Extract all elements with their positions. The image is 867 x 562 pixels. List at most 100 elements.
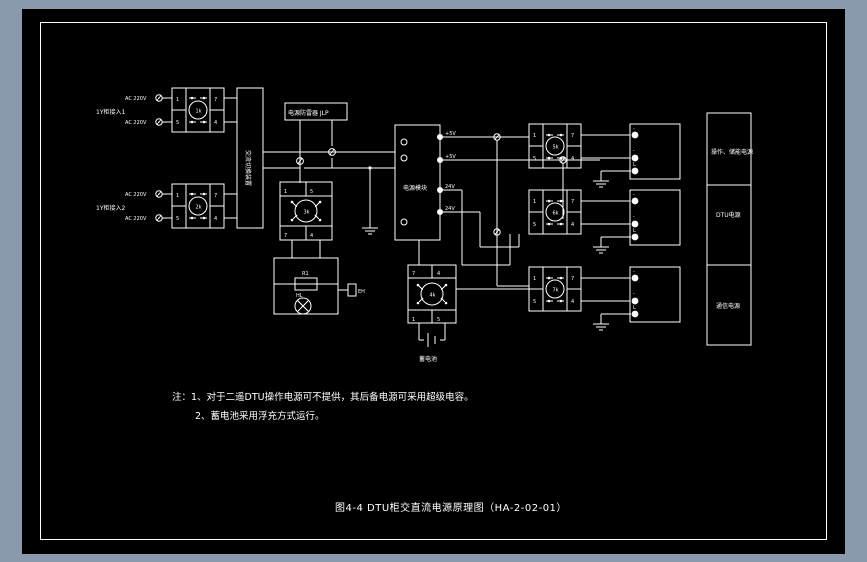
ts3-mark-1: -	[633, 269, 635, 275]
battery-relay-term-7: 7	[412, 271, 415, 277]
input-relay-2-term-4: 4	[214, 216, 217, 222]
output-relay-3-term-4: 4	[571, 299, 574, 305]
heater-element-symbol	[347, 283, 357, 297]
input-2-voltage-bottom: AC 220V	[125, 216, 147, 222]
battery-label: 蓄电池	[419, 355, 437, 363]
terminal-strip-3: - - L	[593, 266, 681, 331]
input-1-source-label: 1Y柜接入1	[96, 108, 125, 116]
ts1-terminal-3	[631, 167, 639, 175]
output-relay-1-term-1: 1	[533, 133, 536, 139]
ts1-mark-3: L	[633, 162, 636, 168]
output-relay-3-coil-label: 7k	[553, 288, 559, 294]
input-2-source-label: 1Y柜接入2	[96, 204, 125, 212]
output-relay-3-term-7: 7	[571, 276, 574, 282]
heater-relay-coil-label: 3k	[304, 210, 310, 216]
input-relay-1-term-1: 1	[176, 97, 179, 103]
lamp-label: HL	[296, 293, 303, 299]
pm-out-terminal-1	[437, 134, 443, 140]
ts1-mark-2: -	[633, 148, 635, 154]
load-2-label: DTU电源	[716, 211, 741, 219]
pm-voltage-1: +5V	[445, 131, 456, 137]
input-relay-1-coil-label: 1k	[196, 109, 202, 115]
input-relay-1-term-4: 4	[214, 120, 217, 126]
output-relay-1: 1 5 7 4 5k	[528, 123, 630, 169]
terminal-strip-1: - - L	[593, 123, 681, 188]
ts3-mark-3: L	[633, 305, 636, 311]
output-relay-3-term-5: 5	[533, 299, 536, 305]
load-1-label: 操作、储能电源	[711, 148, 753, 156]
input-relay-1-term-7: 7	[214, 97, 217, 103]
output-relay-3-term-1: 1	[533, 276, 536, 282]
power-module-ground	[362, 166, 378, 235]
pm-voltage-3: 24V	[445, 184, 455, 190]
output-relay-1-coil-label: 5k	[553, 145, 559, 151]
ts3-terminal-3	[631, 310, 639, 318]
resistor-label: R1	[302, 271, 309, 277]
output-relay-3: 1 5 7 4 7k	[456, 266, 630, 312]
ts2-terminal-1	[631, 197, 639, 205]
pm-in-terminal-2	[400, 154, 408, 162]
input-1-voltage-bottom: AC 220V	[125, 120, 147, 126]
ts1-terminal-1	[631, 131, 639, 139]
input-relay-2: 1 5 7 4 2k	[171, 183, 237, 229]
pm-out-terminal-2	[437, 157, 443, 163]
pm-in-terminal-3	[400, 218, 408, 226]
battery-relay-term-5: 5	[437, 317, 440, 323]
input-relay-2-term-5: 5	[176, 216, 179, 222]
input-1-voltage-top: AC 220V	[125, 96, 147, 102]
input-relay-2-term-7: 7	[214, 193, 217, 199]
pm-voltage-2: +5V	[445, 154, 456, 160]
input-relay-2-term-1: 1	[176, 193, 179, 199]
input-2-group: AC 220V AC 220V 1Y柜接入2	[96, 190, 172, 222]
pm-in-terminal-1	[400, 138, 408, 146]
load-panel: 操作、储能电源 DTU电源 通信电源	[706, 112, 753, 346]
battery-relay-coil-label: 4k	[430, 293, 436, 299]
ts1-mark-1: -	[633, 126, 635, 132]
pm-out-terminal-3	[437, 187, 443, 193]
output-relay-1-term-4: 4	[571, 156, 574, 162]
output-relay-2-coil-label: 6k	[553, 211, 559, 217]
output-relay-2-term-1: 1	[533, 199, 536, 205]
heater-relay-term-4: 4	[310, 233, 313, 239]
spd-label: 电源防雷器 JLP	[288, 109, 329, 117]
output-relay-1-term-7: 7	[571, 133, 574, 139]
pm-junction-c	[493, 228, 501, 236]
power-module-label: 电源模块	[403, 184, 427, 192]
spd-junction-2-icon	[296, 157, 304, 165]
input-2-voltage-top: AC 220V	[125, 192, 147, 198]
drawing-frame-border	[40, 22, 827, 540]
drawing-canvas	[22, 9, 845, 554]
ts2-terminal-3	[631, 233, 639, 241]
input-relay-1: 1 5 7 4 1k	[171, 87, 237, 133]
heater-relay-term-7: 7	[284, 233, 287, 239]
surge-protector-block: 电源防雷器 JLP	[284, 102, 395, 183]
figure-title: 图4-4 DTU柜交直流电源原理图（HA-2-02-01）	[335, 501, 567, 514]
battery-relay-term-1: 1	[412, 317, 415, 323]
lamp-symbol	[294, 297, 312, 315]
battery: 蓄电池	[418, 323, 446, 363]
ac-switch-device: 交流切换装置	[236, 87, 345, 229]
ts3-terminal-1	[631, 274, 639, 282]
ts1-terminal-2	[631, 154, 639, 162]
battery-relay: 7 4 1 5 4k	[407, 240, 457, 324]
heater-circuit: R1 HL EH	[273, 240, 365, 315]
note-line-1: 注：1、对于二遥DTU操作电源可不提供，其后备电源可采用超级电容。	[172, 391, 474, 403]
heater-relay-term-5: 5	[310, 189, 313, 195]
ts2-terminal-2	[631, 220, 639, 228]
spd-junction-1-icon	[328, 148, 336, 156]
pm-out-terminal-4	[437, 209, 443, 215]
input-1-group: AC 220V AC 220V 1Y柜接入1	[96, 94, 172, 126]
ts3-mark-2: -	[633, 291, 635, 297]
ts2-mark-2: -	[633, 214, 635, 220]
output-relay-2-term-7: 7	[571, 199, 574, 205]
output-relay-2: 1 5 7 4 6k	[462, 189, 630, 266]
input-relay-2-coil-label: 2k	[196, 205, 202, 211]
ts3-terminal-2	[631, 297, 639, 305]
heater-element-label: EH	[358, 289, 365, 295]
input-relay-1-term-5: 5	[176, 120, 179, 126]
ts2-mark-3: L	[633, 228, 636, 234]
power-module: 电源模块 +5V +5V 24V 24V	[394, 124, 600, 286]
terminal-strip-2: - - L	[593, 189, 681, 254]
